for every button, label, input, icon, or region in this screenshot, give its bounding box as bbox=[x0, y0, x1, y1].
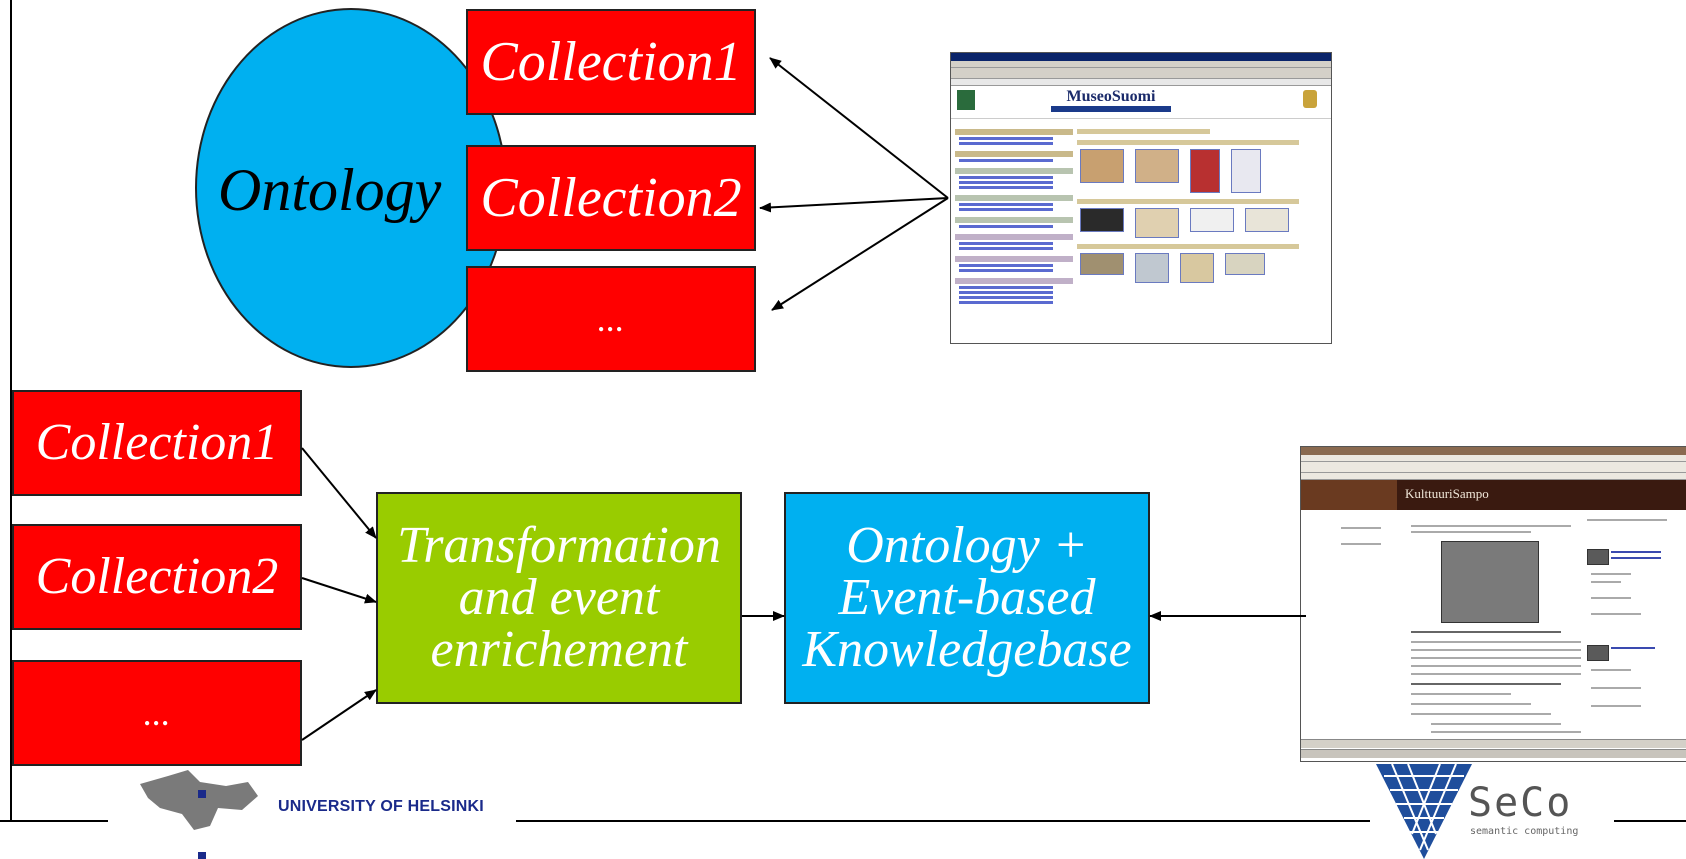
kulttuurisampo-screenshot: KulttuuriSampo bbox=[1300, 446, 1686, 762]
bottom-collection-1: Collection1 bbox=[12, 390, 302, 496]
top-collection-more: ... bbox=[466, 266, 756, 372]
arrow-to-top-collection-more bbox=[771, 197, 949, 311]
facet-sidebar bbox=[955, 123, 1073, 343]
emblem-icon bbox=[1303, 90, 1317, 108]
bottom-rule-right bbox=[1614, 820, 1686, 822]
university-of-helsinki-logo bbox=[140, 770, 258, 859]
university-name: UNIVERSITY OF HELSINKI bbox=[278, 798, 484, 815]
arrow-collection-1-to-transform bbox=[301, 447, 377, 539]
seco-logo-text: SeCo bbox=[1468, 780, 1573, 826]
top-collection-1: Collection1 bbox=[466, 9, 756, 115]
transformation-box: Transformation and event enrichement bbox=[376, 492, 742, 704]
kulttuurisampo-title: KulttuuriSampo bbox=[1405, 486, 1489, 501]
bottom-collection-more: ... bbox=[12, 660, 302, 766]
museosuomi-screenshot: MuseoSuomi bbox=[950, 52, 1332, 344]
top-collection-2: Collection2 bbox=[466, 145, 756, 251]
arrow-collection-more-to-transform bbox=[301, 689, 377, 741]
museum-logo-icon bbox=[957, 90, 975, 110]
archive-photo bbox=[1441, 541, 1539, 623]
knowledgebase-box: Ontology + Event-based Knowledgebase bbox=[784, 492, 1150, 704]
ontology-label: Ontology bbox=[218, 157, 442, 223]
seco-tagline: semantic computing bbox=[1470, 826, 1579, 837]
bottom-rule-left bbox=[0, 820, 108, 822]
arrow-to-top-collection-1 bbox=[769, 57, 949, 199]
museosuomi-title: MuseoSuomi bbox=[1066, 88, 1156, 105]
ontology-circle bbox=[195, 8, 507, 368]
bottom-rule-middle bbox=[516, 820, 1370, 822]
bottom-collection-2: Collection2 bbox=[12, 524, 302, 630]
left-border-line bbox=[10, 0, 12, 822]
result-grid bbox=[1077, 123, 1299, 343]
arrow-collection-2-to-transform bbox=[301, 577, 377, 604]
arrow-to-top-collection-2 bbox=[759, 197, 949, 213]
seco-logo bbox=[1376, 764, 1472, 859]
